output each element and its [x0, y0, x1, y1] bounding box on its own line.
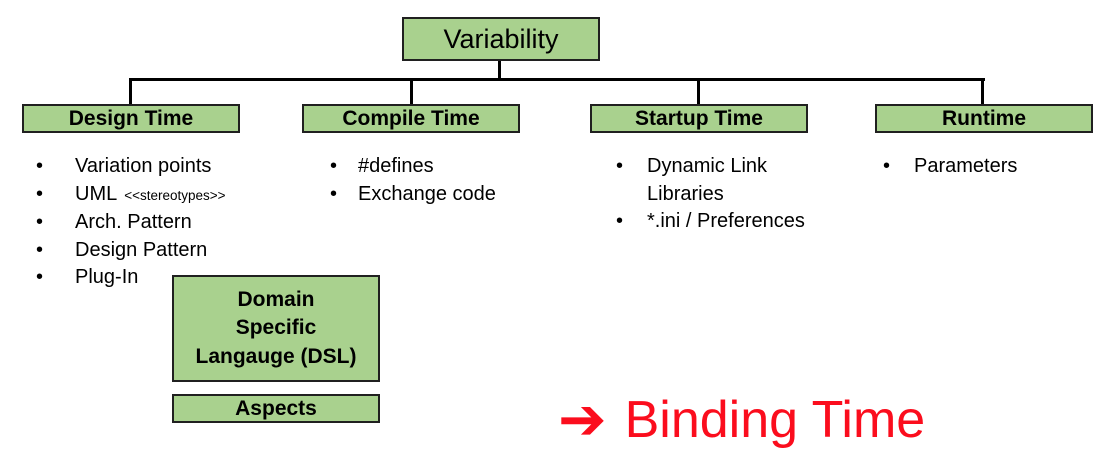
- list-item-label: UML: [75, 182, 118, 205]
- list-item: • Arch. Pattern: [36, 209, 226, 237]
- header-box-runtime: Runtime: [875, 104, 1093, 133]
- dsl-line-3: Langauge (DSL): [195, 344, 357, 368]
- list-item: • Parameters: [883, 153, 1017, 181]
- list-item-label: Plug-In: [75, 266, 139, 288]
- aspects-box: Aspects: [172, 394, 380, 423]
- list-item-label: Exchange code: [358, 182, 496, 205]
- list-item: • *.ini / Preferences: [616, 208, 805, 236]
- list-item-label: Variation points: [75, 155, 212, 177]
- list-item-label: Arch. Pattern: [75, 211, 192, 233]
- header-label-runtime: Runtime: [942, 106, 1026, 130]
- connector-root-stub: [498, 59, 501, 80]
- dsl-line-2: Specific: [235, 316, 317, 340]
- bullet-icon: •: [36, 238, 44, 261]
- list-item: • Plug-In: [36, 264, 226, 292]
- bullet-icon: •: [36, 182, 44, 205]
- header-box-compile-time: Compile Time: [302, 104, 520, 133]
- dsl-line-1: Domain: [237, 287, 315, 311]
- list-item-label: *.ini / Preferences: [647, 210, 805, 232]
- right-arrow-icon: ➔: [558, 387, 607, 452]
- design-time-list: • Variation points • UML <<stereotypes>>…: [36, 153, 226, 292]
- connector-drop-runtime: [981, 78, 984, 105]
- aspects-label: Aspects: [235, 396, 317, 420]
- bullet-icon: •: [36, 211, 44, 233]
- bullet-icon: •: [616, 210, 624, 232]
- variability-box: Variability: [402, 17, 600, 61]
- connector-drop-compile-time: [410, 78, 413, 105]
- bullet-icon: •: [616, 155, 624, 177]
- list-item: • Variation points: [36, 153, 226, 181]
- header-box-startup-time: Startup Time: [590, 104, 808, 133]
- binding-time-label: Binding Time: [624, 391, 926, 449]
- list-item: • #defines: [330, 153, 496, 181]
- bullet-icon: •: [36, 266, 44, 288]
- header-box-design-time: Design Time: [22, 104, 240, 133]
- list-item-label: Parameters: [914, 155, 1018, 177]
- list-item: • Exchange code: [330, 181, 496, 209]
- list-item-label: Design Pattern: [75, 238, 208, 261]
- dsl-box: Domain Specific Langauge (DSL): [172, 275, 380, 382]
- bullet-icon: •: [36, 155, 44, 177]
- list-item: • Dynamic Link Libraries: [616, 153, 805, 208]
- runtime-list: • Parameters: [883, 153, 1017, 181]
- connector-drop-design-time: [129, 78, 132, 105]
- bullet-icon: •: [330, 155, 338, 177]
- list-item: • Design Pattern: [36, 237, 226, 265]
- bullet-icon: •: [330, 182, 338, 205]
- list-item: • UML <<stereotypes>>: [36, 181, 226, 210]
- uml-stereotypes-note: <<stereotypes>>: [124, 187, 226, 203]
- header-label-startup-time: Startup Time: [635, 106, 763, 130]
- bullet-icon: •: [883, 155, 891, 177]
- connector-drop-startup-time: [697, 78, 700, 105]
- connector-horizontal: [129, 78, 985, 81]
- header-label-compile-time: Compile Time: [342, 106, 480, 130]
- header-label-design-time: Design Time: [68, 106, 194, 130]
- compile-time-list: • #defines • Exchange code: [330, 153, 496, 208]
- list-item-label: #defines: [358, 155, 434, 177]
- startup-time-list: • Dynamic Link Libraries • *.ini / Prefe…: [616, 153, 805, 236]
- list-item-label: Dynamic Link Libraries: [647, 155, 768, 205]
- variability-label: Variability: [443, 23, 559, 54]
- binding-time-annotation: ➔ Binding Time: [558, 388, 925, 452]
